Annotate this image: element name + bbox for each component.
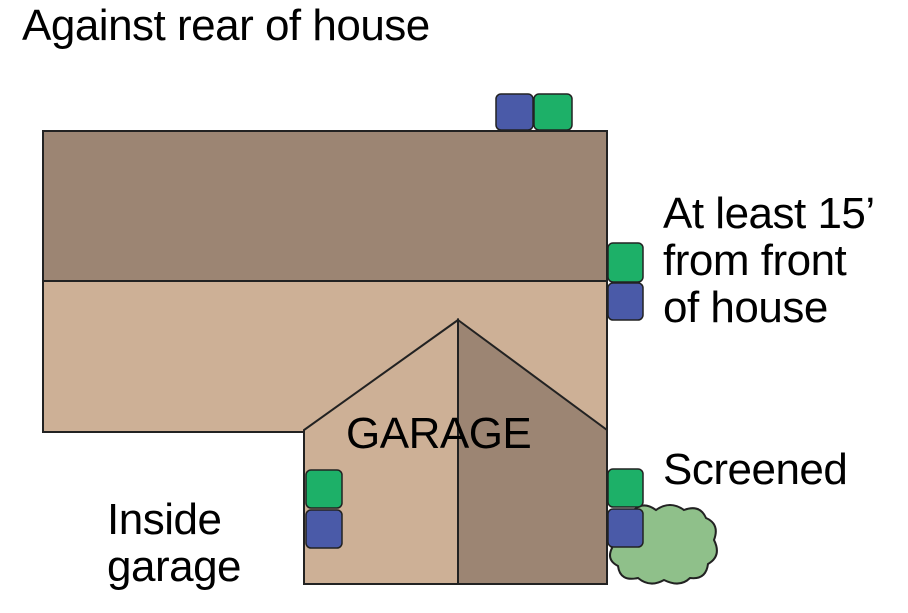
ac-unit-side-green: [607, 242, 644, 283]
label-front-line3: of house: [663, 283, 828, 332]
ac-unit-inside-blue: [305, 509, 343, 549]
label-front-line1: At least 15’: [663, 189, 875, 238]
ac-unit-side-blue: [607, 282, 644, 321]
ac-unit-inside-green: [305, 469, 343, 509]
label-screened: Screened: [663, 445, 848, 494]
label-inside-line1: Inside: [107, 495, 222, 544]
roof-rear-section: [42, 130, 608, 282]
label-inside-line2: garage: [107, 542, 242, 591]
label-front-line2: from front: [663, 236, 847, 285]
garage-roof-right: [457, 318, 608, 585]
label-garage: GARAGE: [346, 409, 532, 458]
ac-unit-screened-green: [607, 468, 644, 508]
ac-unit-rear-green: [533, 93, 573, 131]
label-against-rear: Against rear of house: [22, 1, 430, 50]
ac-unit-rear-blue: [495, 93, 534, 131]
ac-unit-screened-blue: [607, 508, 644, 548]
